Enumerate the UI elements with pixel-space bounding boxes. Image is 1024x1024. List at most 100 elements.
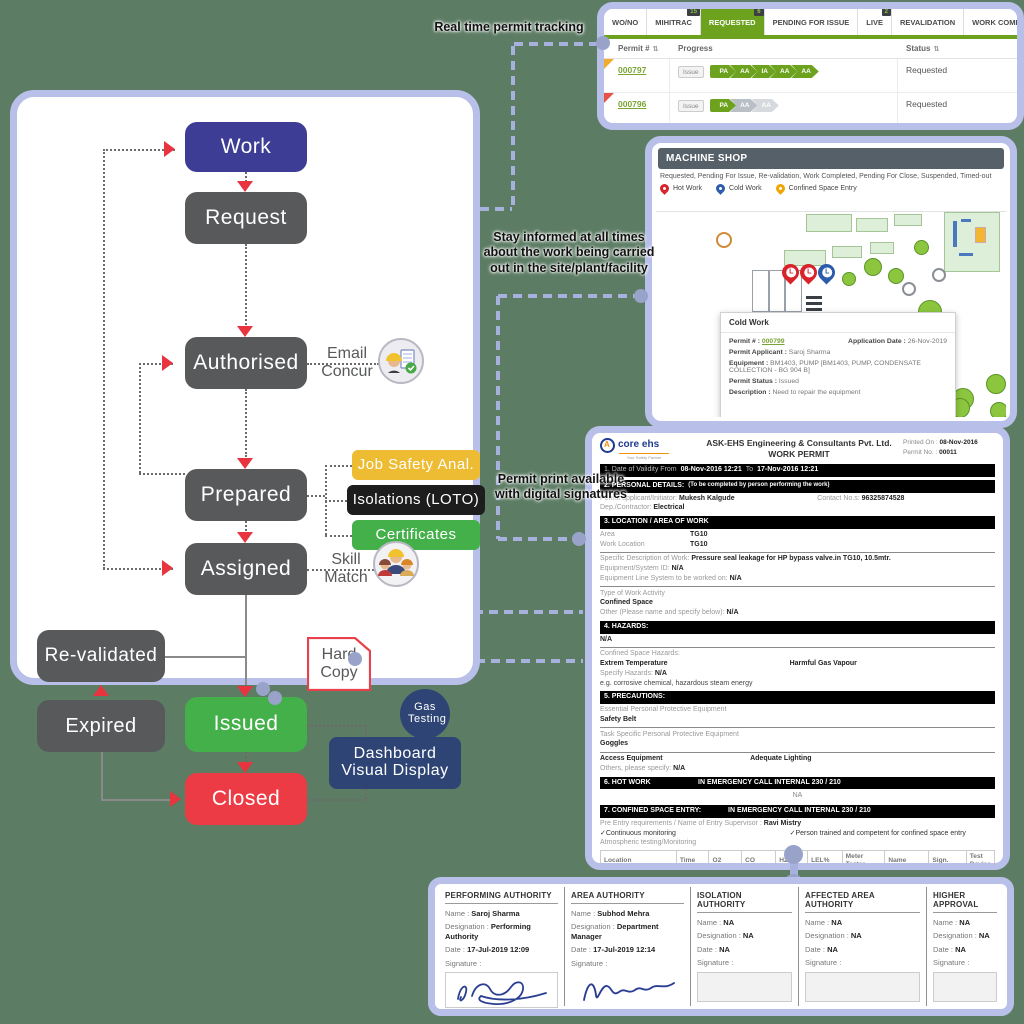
plant-map[interactable]: Cold Work Permit # : 000799 Application …: [656, 211, 1006, 417]
node-prepared-label: Prepared: [200, 482, 292, 506]
flow-line: [325, 535, 352, 537]
tab-label: LIVE: [866, 17, 883, 27]
flow-line: [165, 656, 245, 658]
column-permit[interactable]: Permit #⇅: [618, 44, 659, 53]
permit-header: ASK-EHS Engineering & Consultants Pvt. L…: [695, 438, 903, 460]
status-cell: Requested: [906, 65, 948, 75]
email-concur-label: Email Concur: [321, 345, 373, 380]
node-expired-label: Expired: [65, 714, 137, 737]
sort-icon[interactable]: ⇅: [933, 46, 940, 53]
others-row: Others, please specify: N/A: [600, 764, 686, 772]
cs-hazards-label: Confined Space Hazards:: [600, 650, 680, 658]
map-equipment-shape: [959, 253, 973, 256]
progress-step: IA: [752, 65, 777, 78]
designation-row: Designation : NA: [697, 931, 754, 941]
cse-checks-row: ✓Continuous monitoring✓Person trained an…: [600, 829, 966, 837]
map-machine-marker[interactable]: [888, 268, 904, 284]
tab-label: REVALIDATION: [899, 17, 956, 27]
work-description-row: Specific Description of Work: Pressure s…: [600, 555, 891, 563]
permit-link[interactable]: 000797: [618, 65, 647, 75]
document-title: WORK PERMIT: [768, 449, 830, 460]
arrow-into-work: [164, 141, 175, 157]
flow-line: [245, 752, 247, 762]
connector-dot: [596, 36, 610, 50]
flow-line: [245, 172, 247, 182]
map-machine-marker[interactable]: [842, 272, 856, 286]
annotation-stay-informed: Stay informed at all times about the wor…: [483, 230, 655, 275]
progress-step: AA: [791, 65, 818, 78]
node-request-label: Request: [205, 205, 287, 229]
hard-copy-label: Hard Copy: [320, 646, 358, 681]
arrow-into-closed: [170, 791, 181, 807]
permit-link[interactable]: 000796: [618, 99, 647, 109]
node-prepared: Prepared: [185, 469, 307, 521]
flowchart-panel: Work Request Authorised Prepared Assigne…: [10, 90, 485, 825]
column-status[interactable]: Status⇅: [906, 44, 940, 53]
map-equipment-shape: [961, 219, 971, 222]
flag-icon: [604, 93, 614, 103]
job-safety-label: Job Safety Anal.: [357, 456, 475, 474]
tab-work-completed[interactable]: WORK COMPLE: [964, 9, 1017, 35]
date-row: Date : 17-Jul-2019 12:09: [445, 945, 530, 955]
isolations-label: Isolations (LOTO): [352, 491, 480, 509]
arrow-into-assigned: [162, 560, 173, 576]
flow-line: [245, 244, 247, 325]
tab-badge: 2: [881, 9, 891, 16]
popup-permit-link[interactable]: 000799: [761, 338, 785, 345]
map-equipment-shape: [856, 218, 888, 232]
popup-title: Cold Work: [721, 313, 955, 333]
permit-cell: 000797: [604, 59, 670, 92]
hard-copy-tag: Hard Copy: [306, 636, 372, 692]
logo-tagline: Your Safety Partner: [619, 453, 669, 460]
node-revalidated: Re-validated: [37, 630, 165, 682]
tab-revalidation[interactable]: REVALIDATION: [891, 9, 965, 35]
eppe-label: Essential Personal Protective Equipment: [600, 706, 727, 714]
permit-cell: 000796: [604, 93, 670, 123]
signature-label: Signature :: [697, 958, 734, 968]
isolation-authority-column: ISOLATION AUTHORITY Name : NA Designatio…: [691, 887, 799, 1006]
flow-line: [307, 495, 325, 497]
issue-chip: Issue: [678, 66, 704, 78]
signatures-panel: PERFORMING AUTHORITY Name : Saroj Sharma…: [428, 877, 1014, 1016]
core-ehs-logo: core ehs Your Safety Partner: [600, 438, 695, 460]
arrow-closed: [237, 762, 253, 773]
map-machine-marker[interactable]: [914, 240, 929, 255]
tab-pending-for-issue[interactable]: PENDING FOR ISSUE: [764, 9, 859, 35]
name-row: Name : Saroj Sharma: [445, 909, 520, 918]
tab-label: MIHITRAC: [655, 17, 692, 27]
authority-title: ISOLATION AUTHORITY: [697, 887, 792, 913]
tab-badge: 6: [754, 9, 764, 16]
arrow-assigned: [237, 532, 253, 543]
flow-loop-line: [139, 473, 185, 475]
section-7-bar: 7. CONFINED SPACE ENTRY:IN EMERGENCY CAL…: [600, 805, 995, 818]
section-5-bar: 5. PRECAUTIONS:: [600, 691, 995, 705]
column-progress: Progress: [678, 44, 713, 53]
name-row: Name : NA: [697, 918, 735, 927]
node-assigned: Assigned: [185, 543, 307, 595]
legend-hot-work: Hot Work: [658, 182, 702, 195]
flow-loop-line: [139, 363, 141, 473]
sort-icon[interactable]: ⇅: [652, 46, 659, 53]
map-machine-marker[interactable]: [986, 374, 1006, 394]
arrow-prepared: [237, 458, 253, 469]
hazards-example: e.g. corrosive chemical, hazardous steam…: [600, 679, 753, 687]
tab-wono[interactable]: WO/NO: [604, 9, 648, 35]
designation-row: Designation : NA: [805, 931, 862, 941]
cold-work-pin-icon: [714, 182, 727, 195]
connector-request-up: [511, 46, 515, 209]
signature-placeholder: [933, 971, 997, 1002]
map-machine-marker[interactable]: [864, 258, 882, 276]
date-row: Date : NA: [933, 944, 966, 954]
area-authority-column: AREA AUTHORITY Name : Subhod Mehra Desig…: [565, 887, 691, 1006]
arrow-authorised: [237, 326, 253, 337]
map-machine-marker[interactable]: [990, 402, 1006, 417]
